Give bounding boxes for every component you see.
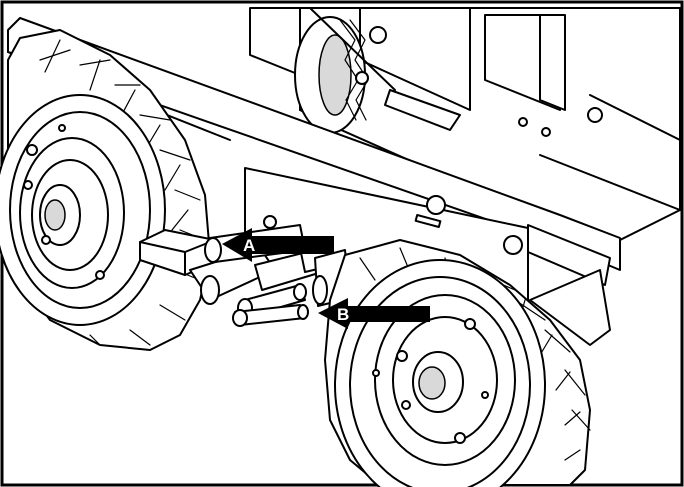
right-wheel xyxy=(324,239,591,487)
machine-body xyxy=(249,7,681,251)
callout-arrow-a: A xyxy=(222,228,334,262)
callout-arrow-b: B xyxy=(318,298,430,329)
callout-label-b: B xyxy=(337,305,349,324)
left-wheel xyxy=(0,29,211,351)
hitch-pin-assembly xyxy=(139,215,351,327)
callout-label-a: A xyxy=(243,236,255,255)
